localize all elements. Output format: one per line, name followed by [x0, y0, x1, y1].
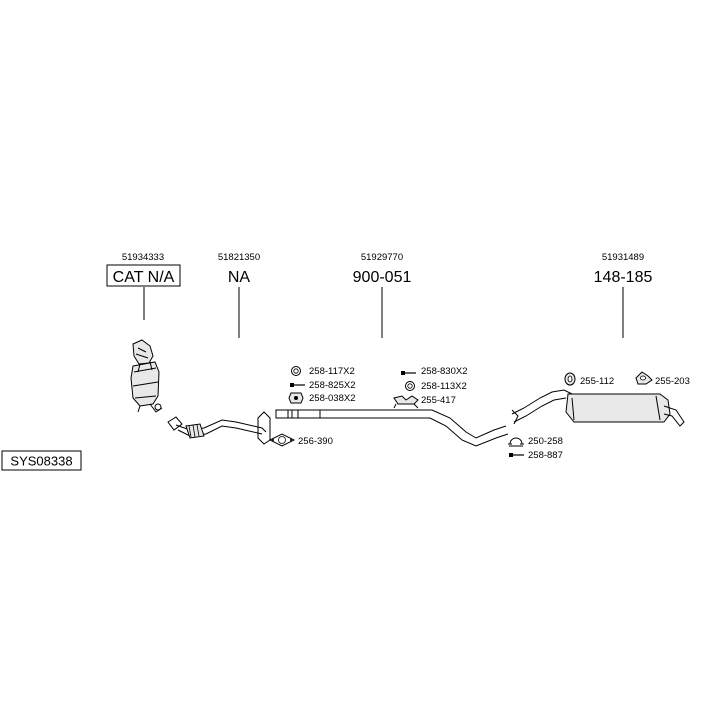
flange-gasket-icon: [268, 433, 296, 447]
bolt-icon: [401, 371, 416, 375]
centre-pipe-drawing[interactable]: [275, 409, 509, 447]
fitting-code: 255-417: [421, 395, 456, 406]
fitting-258-887[interactable]: 258-887: [509, 450, 563, 461]
oe-number-front-pipe: 51821350: [218, 252, 260, 263]
fitting-code: 258-830X2: [421, 366, 467, 377]
rear-silencer-drawing[interactable]: [511, 389, 685, 427]
gasket-ring-icon: [405, 381, 415, 391]
fitting-code: 258-887: [528, 450, 563, 461]
fitting-255-203[interactable]: 255-203: [635, 371, 690, 387]
fitting-255-112[interactable]: 255-112: [564, 372, 614, 387]
fitting-code: 258-113X2: [421, 381, 467, 392]
system-code-box: [1, 450, 82, 471]
rubber-mount-icon: [393, 395, 419, 409]
nut-icon: [288, 392, 304, 404]
part-label-centre-pipe[interactable]: 900-051: [353, 269, 412, 286]
fitting-258-113x2[interactable]: 258-113X2: [405, 381, 467, 392]
rubber-ring-icon: [564, 372, 576, 386]
oe-number-rear-silencer: 51931489: [602, 252, 644, 263]
catalytic-converter-drawing[interactable]: [130, 339, 163, 413]
fitting-code: 258-825X2: [309, 380, 355, 391]
fitting-code: 258-117X2: [309, 366, 355, 377]
fitting-258-038x2[interactable]: 258-038X2: [288, 392, 355, 404]
gasket-ring-icon: [291, 366, 301, 376]
clamp-icon: [508, 437, 524, 447]
oe-number-catalyst: 51934333: [122, 252, 164, 263]
oe-number-centre-pipe: 51929770: [361, 252, 403, 263]
catalyst-label-box: [106, 264, 181, 287]
fitting-code: 258-038X2: [309, 393, 355, 404]
rubber-mount-icon: [635, 371, 653, 385]
fitting-code: 250-258: [528, 436, 563, 447]
part-label-rear-silencer[interactable]: 148-185: [594, 269, 653, 286]
fitting-255-417[interactable]: 255-417: [393, 395, 456, 409]
fitting-256-390[interactable]: 256-390: [268, 433, 333, 447]
front-pipe-drawing[interactable]: [167, 411, 271, 445]
part-label-front-pipe[interactable]: NA: [228, 269, 251, 286]
fitting-250-258[interactable]: 250-258: [508, 436, 563, 447]
fitting-code: 255-203: [655, 376, 690, 387]
fitting-code: 256-390: [298, 436, 333, 447]
bolt-icon: [290, 383, 305, 387]
fitting-258-825x2[interactable]: 258-825X2: [290, 380, 355, 391]
fitting-code: 255-112: [580, 376, 614, 387]
fitting-258-830x2[interactable]: 258-830X2: [401, 366, 467, 377]
system-code: SYS08338: [10, 454, 72, 469]
part-label-catalyst[interactable]: CAT N/A: [113, 269, 175, 286]
bolt-icon: [509, 453, 524, 457]
fitting-258-117x2[interactable]: 258-117X2: [291, 366, 355, 377]
